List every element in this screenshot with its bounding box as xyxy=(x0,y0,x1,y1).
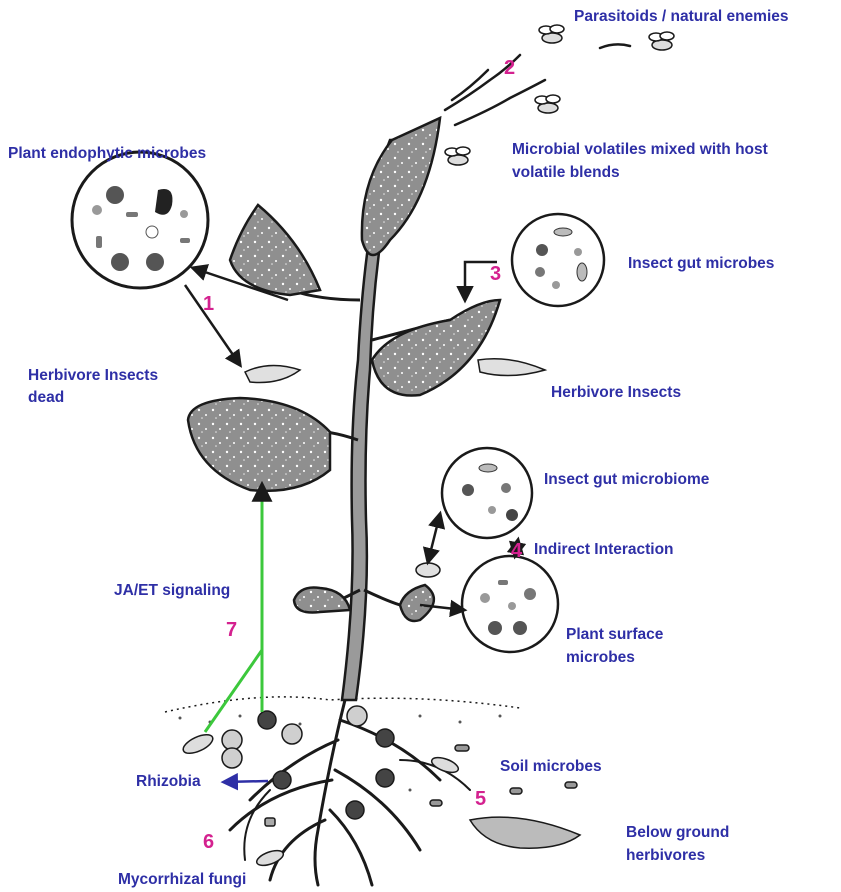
lower-left-leaf xyxy=(188,398,330,491)
right-leaf xyxy=(372,300,500,396)
step-number-7: 7 xyxy=(226,619,237,642)
label-endophytic-microbes: Plant endophytic microbes xyxy=(8,143,206,164)
label-rhizobia: Rhizobia xyxy=(136,771,201,792)
small-left-leaf xyxy=(294,588,350,613)
wasp-icon xyxy=(445,147,470,165)
label-indirect-interaction: Indirect Interaction xyxy=(534,539,674,560)
rhizobia-arrow xyxy=(224,781,268,782)
wasp-icon xyxy=(535,95,560,113)
insect-gut-microbiome-circle xyxy=(442,448,532,538)
step-number-1: 1 xyxy=(203,293,214,316)
label-plant-surface-line2: microbes xyxy=(566,647,635,668)
small-right-leaf xyxy=(400,585,434,621)
label-insect-gut-microbes: Insect gut microbes xyxy=(628,253,774,274)
label-microbial-volatiles-line2: volatile blends xyxy=(512,162,620,183)
label-parasitoids: Parasitoids / natural enemies xyxy=(574,6,789,27)
step-number-2: 2 xyxy=(504,57,515,80)
wasp-icon xyxy=(539,25,564,43)
plant-surface-microbe-circle xyxy=(462,556,558,652)
step-number-5: 5 xyxy=(475,788,486,811)
volatile-wisps xyxy=(445,44,630,125)
label-herbivore-insects: Herbivore Insects xyxy=(551,382,681,403)
step-number-6: 6 xyxy=(203,831,214,854)
wasp-icon xyxy=(649,32,674,50)
label-plant-surface-line1: Plant surface xyxy=(566,624,663,645)
label-ja-et-signaling: JA/ET signaling xyxy=(114,580,230,601)
label-herbivore-dead-line2: dead xyxy=(28,387,64,408)
label-below-ground-line1: Below ground xyxy=(626,822,729,843)
label-mycorrhizal-fungi: Mycorrhizal fungi xyxy=(118,869,246,890)
ja-et-signal-lines xyxy=(205,485,262,732)
step-number-3: 3 xyxy=(490,263,501,286)
upper-left-leaf xyxy=(230,205,320,295)
label-herbivore-dead-line1: Herbivore Insects xyxy=(28,365,158,386)
label-microbial-volatiles-line1: Microbial volatiles mixed with host xyxy=(512,139,768,160)
endophytic-microbe-circle xyxy=(72,152,208,288)
label-soil-microbes: Soil microbes xyxy=(500,756,602,777)
label-below-ground-line2: herbivores xyxy=(626,845,705,866)
step-number-4: 4 xyxy=(511,540,522,563)
insect-gut-microbe-circle xyxy=(512,214,604,306)
soil-microbe-icons xyxy=(181,706,580,868)
leaves xyxy=(188,118,500,621)
label-insect-gut-microbiome: Insect gut microbiome xyxy=(544,469,709,490)
top-leaf xyxy=(362,118,440,255)
